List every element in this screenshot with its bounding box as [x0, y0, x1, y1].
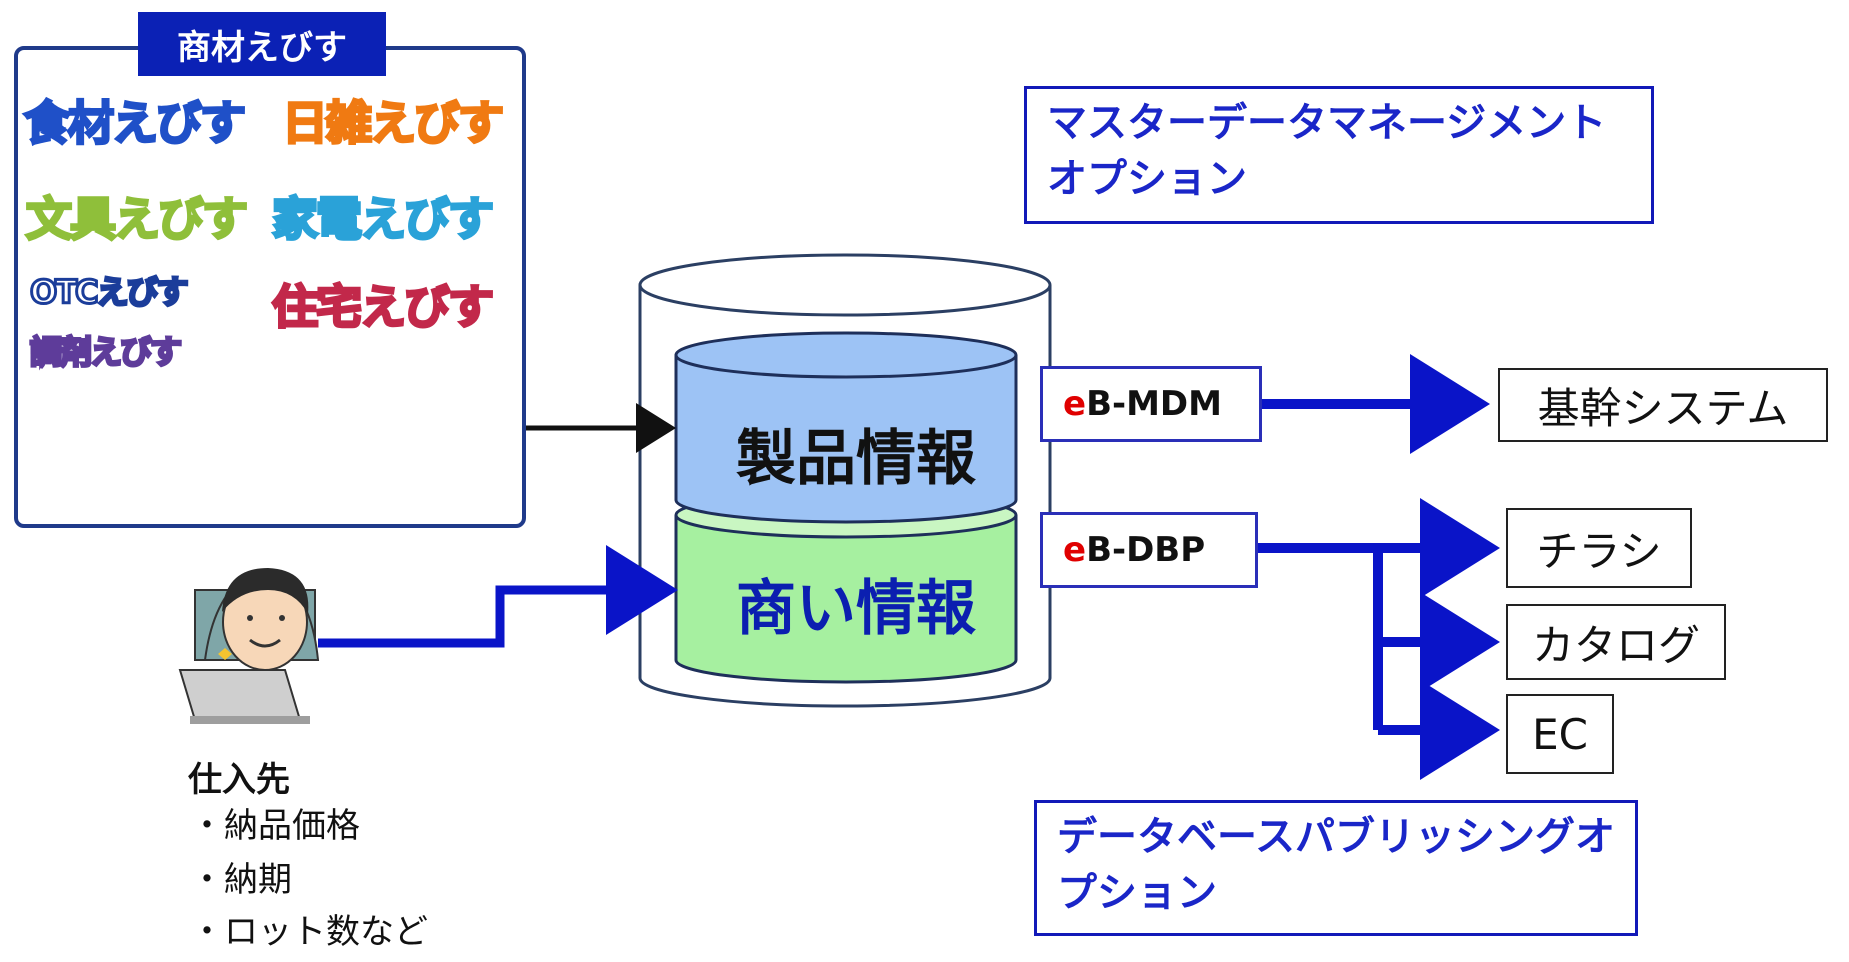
brand-logo-stationery: 文具えびす — [25, 192, 250, 246]
flyer-box: チラシ — [1506, 508, 1692, 588]
brand-logo-dispensing: 調剤えびす — [28, 333, 183, 371]
brand-logo-appliance: 家電えびす — [271, 192, 496, 246]
trade-info-label: 商い情報 — [736, 574, 976, 644]
brand-logo-otc: OTCえびす — [29, 273, 191, 311]
product-info-cylinder — [674, 331, 1018, 524]
dbp-output-arrows — [1258, 498, 1500, 780]
mdm-option-label: マスターデータマネージメントオプション — [1024, 86, 1654, 224]
dbp-prefix: e — [1063, 530, 1087, 570]
supplier-to-trade-arrow — [318, 545, 678, 648]
mdm-prefix: e — [1063, 384, 1087, 424]
dbp-name: B-DBP — [1086, 530, 1206, 570]
supplier-item-delivery: ・納期 — [190, 860, 292, 900]
ec-box: EC — [1506, 694, 1614, 774]
mdm-name: B-MDM — [1086, 384, 1222, 424]
supplier-item-price: ・納品価格 — [190, 806, 360, 846]
catalog-output-box: カタログ — [1506, 604, 1726, 680]
core-system-box: 基幹システム — [1498, 368, 1828, 442]
product-info-label: 製品情報 — [736, 424, 976, 494]
brand-logo-daily-goods: 日雑えびす — [281, 96, 506, 150]
supplier-item-lot: ・ロット数など — [190, 912, 428, 952]
catalog-panel — [14, 46, 526, 528]
supplier-title: 仕入先 — [188, 760, 290, 800]
brand-logo-housing: 住宅えびす — [271, 280, 496, 334]
supplier-person-icon — [178, 568, 320, 724]
brand-logo-food: 食材えびす — [23, 96, 248, 150]
catalog-title: 商材えびす — [138, 12, 386, 76]
dbp-option-label: データベースパブリッシングオプション — [1034, 800, 1638, 936]
